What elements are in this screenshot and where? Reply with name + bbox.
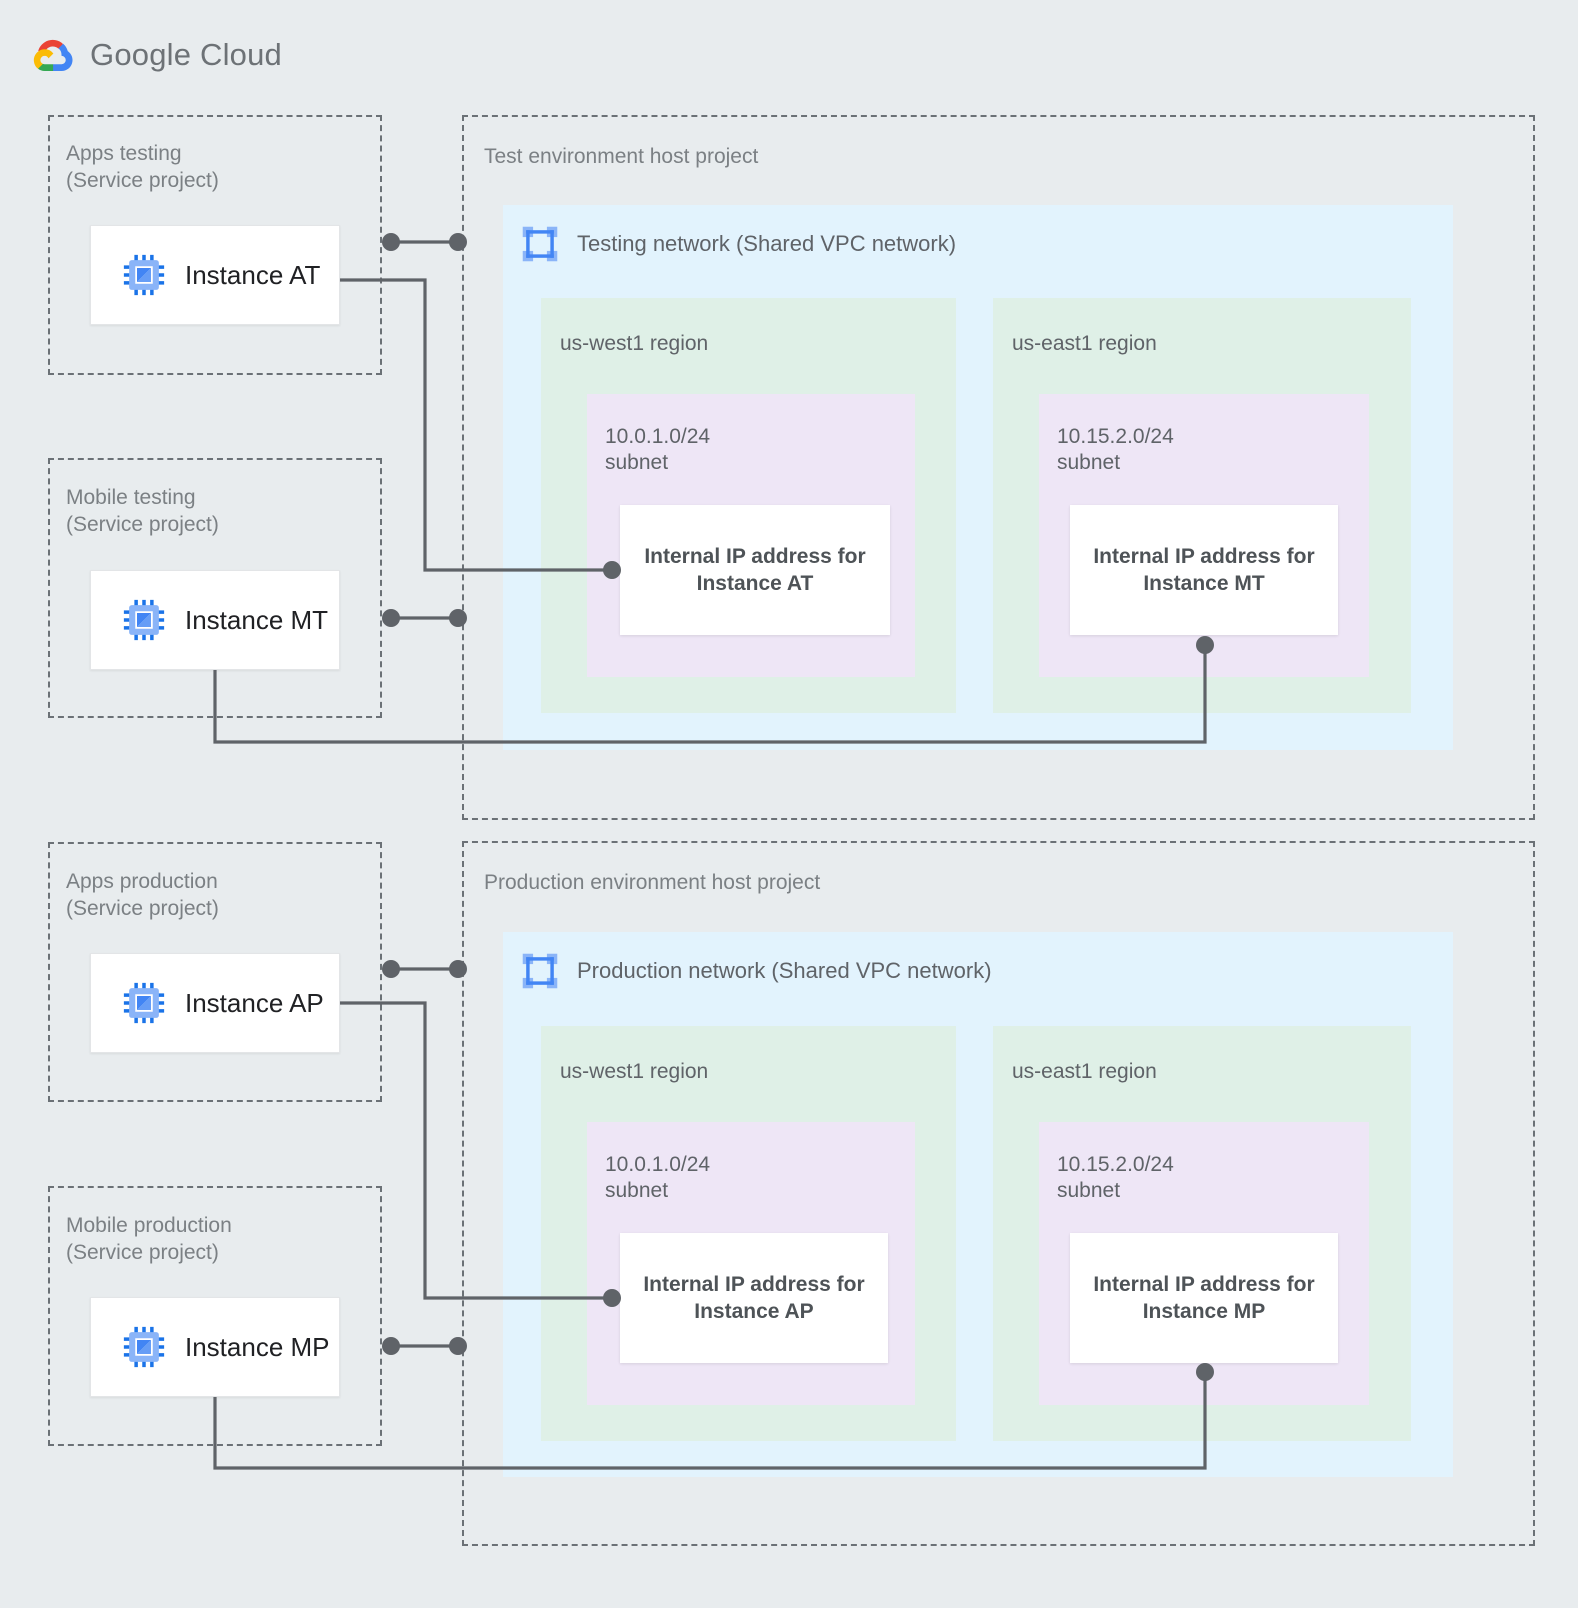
region-test-us-east1-label: us-east1 region <box>1012 332 1157 355</box>
brand-cloud: Cloud <box>200 37 282 72</box>
instance-card-at[interactable]: Instance AT <box>90 225 340 325</box>
vpc-network-icon <box>522 226 558 262</box>
service-project-apps-testing <box>48 115 382 375</box>
vm-chip-icon <box>123 599 165 641</box>
subnet-test-us-east1-label: 10.15.2.0/24 subnet <box>1057 425 1174 474</box>
vm-chip-icon <box>123 254 165 296</box>
ip-card-instance-mt: Internal IP address for Instance MT <box>1070 505 1338 635</box>
ip-card-instance-mp-text: Internal IP address for Instance MP <box>1093 1273 1315 1323</box>
host-project-production-environment-title: Production environment host project <box>484 871 821 894</box>
instance-card-mp[interactable]: Instance MP <box>90 1297 340 1397</box>
service-project-mobile-production-title: Mobile production (Service project) <box>66 1214 232 1264</box>
service-project-apps-production-title: Apps production (Service project) <box>66 870 219 920</box>
service-project-apps-testing-title: Apps testing (Service project) <box>66 142 219 192</box>
vm-chip-icon <box>123 982 165 1024</box>
google-cloud-logo-icon <box>33 39 73 72</box>
instance-label-ap: Instance AP <box>185 987 324 1018</box>
brand-google: Google <box>90 37 192 72</box>
region-prod-us-west1-label: us-west1 region <box>560 1060 709 1083</box>
network-production-header: Production network (Shared VPC network) <box>521 952 992 990</box>
instance-label-mt: Instance MT <box>185 604 329 635</box>
network-production-label: Production network (Shared VPC network) <box>577 958 992 983</box>
service-project-mobile-testing-title: Mobile testing (Service project) <box>66 486 219 536</box>
subnet-prod-us-east1-label: 10.15.2.0/24 subnet <box>1057 1153 1174 1202</box>
vpc-network-icon <box>522 953 558 989</box>
instance-card-ap[interactable]: Instance AP <box>90 953 340 1053</box>
instance-card-mt[interactable]: Instance MT <box>90 570 340 670</box>
ip-card-instance-at: Internal IP address for Instance AT <box>620 505 890 635</box>
vm-chip-icon <box>123 1326 165 1368</box>
subnet-test-us-west1-label: 10.0.1.0/24 subnet <box>605 425 711 474</box>
connector-at-peer-dot-left <box>382 233 400 251</box>
connector-mt-peer-dot-left <box>382 609 400 627</box>
brand-text: Google Cloud <box>90 37 282 73</box>
instance-label-mp: Instance MP <box>185 1331 330 1362</box>
host-project-test-environment-title: Test environment host project <box>484 145 759 168</box>
network-testing-header: Testing network (Shared VPC network) <box>521 225 956 263</box>
region-test-us-west1-label: us-west1 region <box>560 332 709 355</box>
connector-ap-peer-dot-left <box>382 960 400 978</box>
ip-card-instance-ap: Internal IP address for Instance AP <box>620 1233 888 1363</box>
ip-card-instance-at-text: Internal IP address for Instance AT <box>644 545 866 595</box>
ip-card-instance-mt-text: Internal IP address for Instance MT <box>1093 545 1315 595</box>
connector-mp-peer-dot-left <box>382 1337 400 1355</box>
ip-card-instance-ap-text: Internal IP address for Instance AP <box>643 1273 865 1323</box>
region-prod-us-east1-label: us-east1 region <box>1012 1060 1157 1083</box>
ip-card-instance-mp: Internal IP address for Instance MP <box>1070 1233 1338 1363</box>
instance-label-at: Instance AT <box>185 259 321 290</box>
network-testing-label: Testing network (Shared VPC network) <box>577 231 957 256</box>
service-project-apps-production <box>48 842 382 1102</box>
subnet-prod-us-west1-label: 10.0.1.0/24 subnet <box>605 1153 711 1202</box>
google-cloud-brand: Google Cloud <box>30 32 282 78</box>
